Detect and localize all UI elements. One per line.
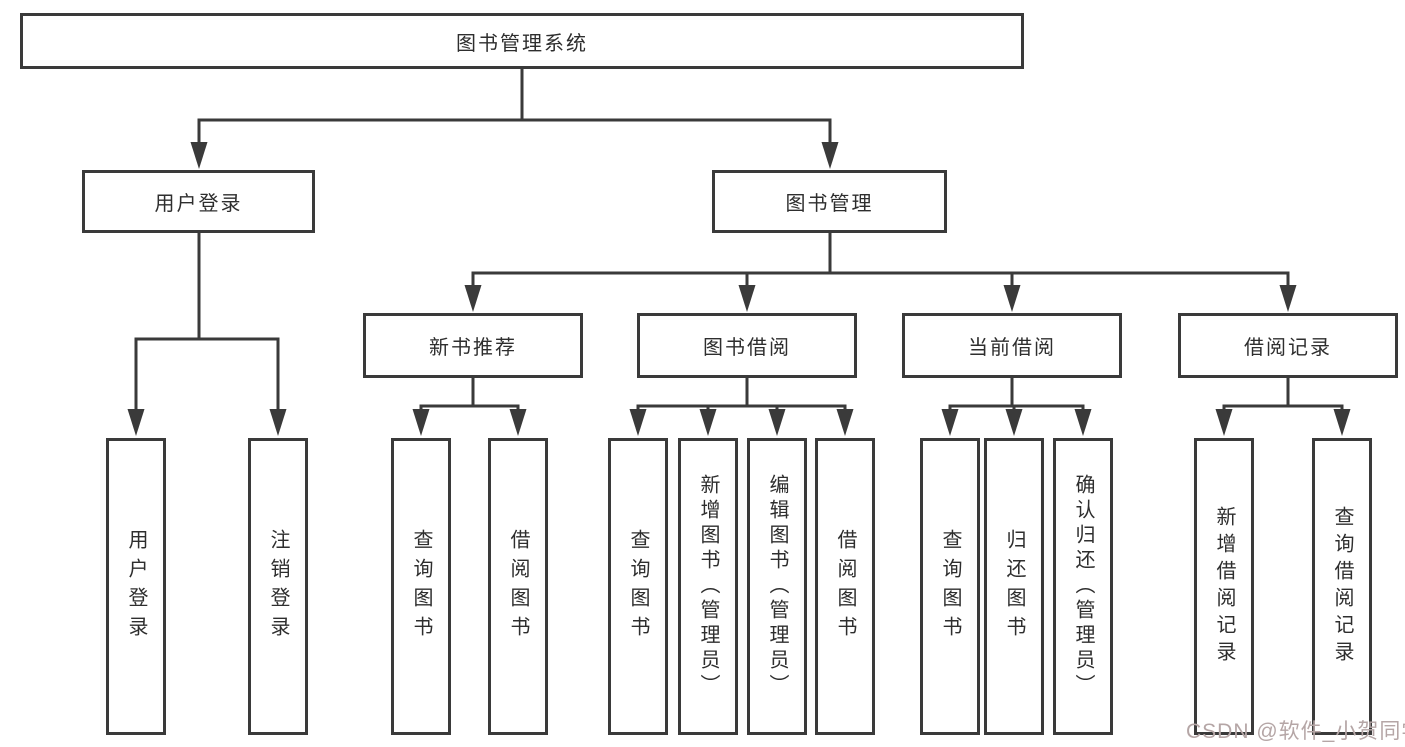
leaf-query-books-recommend-label: 查询图书 [410,528,432,645]
leaf-logout-label: 注销登录 [267,528,289,645]
csdn-watermark: CSDN @软件_小贺同学 [1186,720,1405,743]
leaf-add-book-admin: 新增图书（管理员） [678,438,738,735]
node-book-management-label: 图书管理 [785,193,874,215]
node-root-label: 图书管理系统 [456,32,588,55]
leaf-confirm-return-admin: 确认归还（管理员） [1053,438,1113,735]
arrow-down-icon [1074,409,1092,436]
node-new-book-recommend: 新书推荐 [363,313,583,378]
connector-current-to-leaves [948,376,1085,415]
leaf-query-books-recommend: 查询图书 [391,438,451,735]
arrow-down-icon [1003,285,1021,312]
leaf-borrow-books-label: 借阅图书 [834,528,856,645]
connector-userlogin-to-leaves [134,231,280,415]
arrow-down-icon [190,142,208,169]
connector-root-to-level2 [197,67,832,147]
leaf-user-login: 用户登录 [106,438,166,735]
node-borrow-records: 借阅记录 [1178,313,1398,378]
leaf-borrow-books-recommend-label: 借阅图书 [507,528,529,645]
node-current-borrowing: 当前借阅 [902,313,1122,378]
node-book-borrowing-label: 图书借阅 [703,337,791,359]
leaf-add-borrow-record-label: 新增借阅记录 [1213,505,1235,668]
leaf-borrow-books: 借阅图书 [815,438,875,735]
leaf-return-book: 归还图书 [984,438,1044,735]
node-book-borrowing: 图书借阅 [637,313,857,378]
leaf-return-book-label: 归还图书 [1003,528,1025,645]
connector-newbooks-to-leaves [419,376,520,415]
node-current-borrowing-label: 当前借阅 [968,337,1056,359]
leaf-query-books-current-label: 查询图书 [939,528,961,645]
node-borrow-records-label: 借阅记录 [1244,337,1332,359]
arrow-down-icon [941,409,959,436]
node-new-book-recommend-label: 新书推荐 [429,337,517,359]
leaf-query-books-current: 查询图书 [920,438,980,735]
arrow-down-icon [1005,409,1023,436]
connector-borrow-to-leaves [636,376,847,415]
arrow-down-icon [464,285,482,312]
arrow-down-icon [738,285,756,312]
arrowheads [127,142,1351,436]
leaf-borrow-books-recommend: 借阅图书 [488,438,548,735]
arrow-down-icon [1279,285,1297,312]
leaf-add-book-admin-label: 新增图书（管理员） [697,474,719,699]
node-user-login: 用户登录 [82,170,315,233]
node-user-login-label: 用户登录 [154,193,243,215]
connector-bookmgmt-to-level3 [471,231,1290,290]
arrow-down-icon [629,409,647,436]
arrow-down-icon [509,409,527,436]
arrow-down-icon [412,409,430,436]
node-book-management: 图书管理 [712,170,947,233]
arrow-down-icon [821,142,839,169]
connector-records-to-leaves [1222,376,1344,415]
arrow-down-icon [1333,409,1351,436]
leaf-confirm-return-admin-label: 确认归还（管理员） [1072,474,1094,699]
arrow-down-icon [768,409,786,436]
leaf-edit-book-admin-label: 编辑图书（管理员） [766,474,788,699]
arrow-down-icon [127,409,145,436]
leaf-add-borrow-record: 新增借阅记录 [1194,438,1254,735]
leaf-edit-book-admin: 编辑图书（管理员） [747,438,807,735]
arrow-down-icon [269,409,287,436]
leaf-query-books-borrowing: 查询图书 [608,438,668,735]
arrow-down-icon [1215,409,1233,436]
leaf-query-borrow-record-label: 查询借阅记录 [1331,505,1353,668]
leaf-logout: 注销登录 [248,438,308,735]
leaf-user-login-label: 用户登录 [125,528,147,645]
leaf-query-borrow-record: 查询借阅记录 [1312,438,1372,735]
arrow-down-icon [836,409,854,436]
arrow-down-icon [699,409,717,436]
leaf-query-books-borrowing-label: 查询图书 [627,528,649,645]
node-root-system: 图书管理系统 [20,13,1024,69]
